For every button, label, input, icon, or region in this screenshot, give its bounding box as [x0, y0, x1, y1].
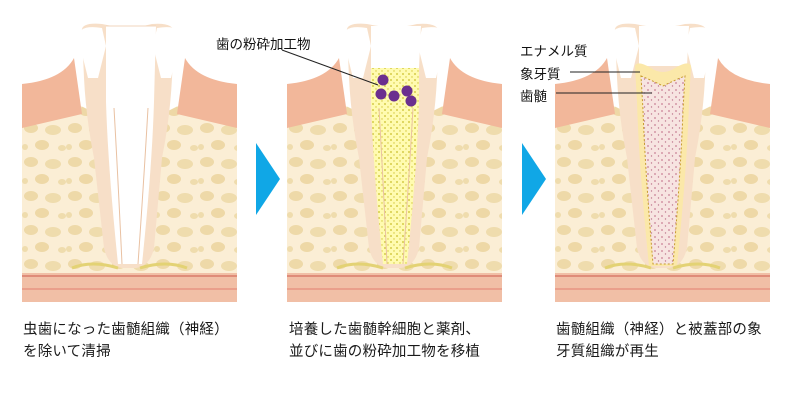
caption-step-1: 虫歯になった歯髄組織（神経） を除いて清掃: [23, 319, 273, 363]
caption-line: 歯髄組織（神経）と被蓋部の象: [556, 322, 762, 338]
cap: [371, 26, 421, 68]
caption-line: 培養した歯髄幹細胞と薬剤、: [289, 322, 481, 338]
tooth-illustration-removed: [22, 18, 237, 306]
panel-pulp-removed: [22, 18, 237, 306]
tooth-illustration-regenerated: [555, 18, 770, 306]
caption-line: 虫歯になった歯髄組織（神経）: [23, 322, 229, 338]
regenerated-pulp: [641, 76, 685, 264]
caption-line: を除いて清掃: [23, 344, 111, 360]
label-tooth-powder: 歯の粉砕加工物: [216, 37, 311, 53]
panel-regenerated: [555, 18, 770, 306]
tooth-powder-particles: [375, 74, 417, 107]
arrow-right-icon: [522, 143, 546, 215]
tooth-illustration-transplant: [287, 18, 502, 306]
label-enamel: エナメル質: [520, 44, 588, 60]
caption-step-3: 歯髄組織（神経）と被蓋部の象 牙質組織が再生: [556, 319, 800, 363]
label-pulp: 歯髄: [520, 89, 547, 105]
enamel: [639, 26, 689, 66]
caption-line: 牙質組織が再生: [556, 344, 659, 360]
transplanted-cells: [371, 68, 419, 264]
caption-line: 並びに歯の粉砕加工物を移植: [289, 344, 481, 360]
arrow-right-icon: [256, 143, 280, 215]
panel-transplant: [287, 18, 502, 306]
label-dentin: 象牙質: [520, 67, 561, 83]
caption-step-2: 培養した歯髄幹細胞と薬剤、 並びに歯の粉砕加工物を移植: [289, 319, 539, 363]
cleaned-canal: [106, 26, 156, 264]
